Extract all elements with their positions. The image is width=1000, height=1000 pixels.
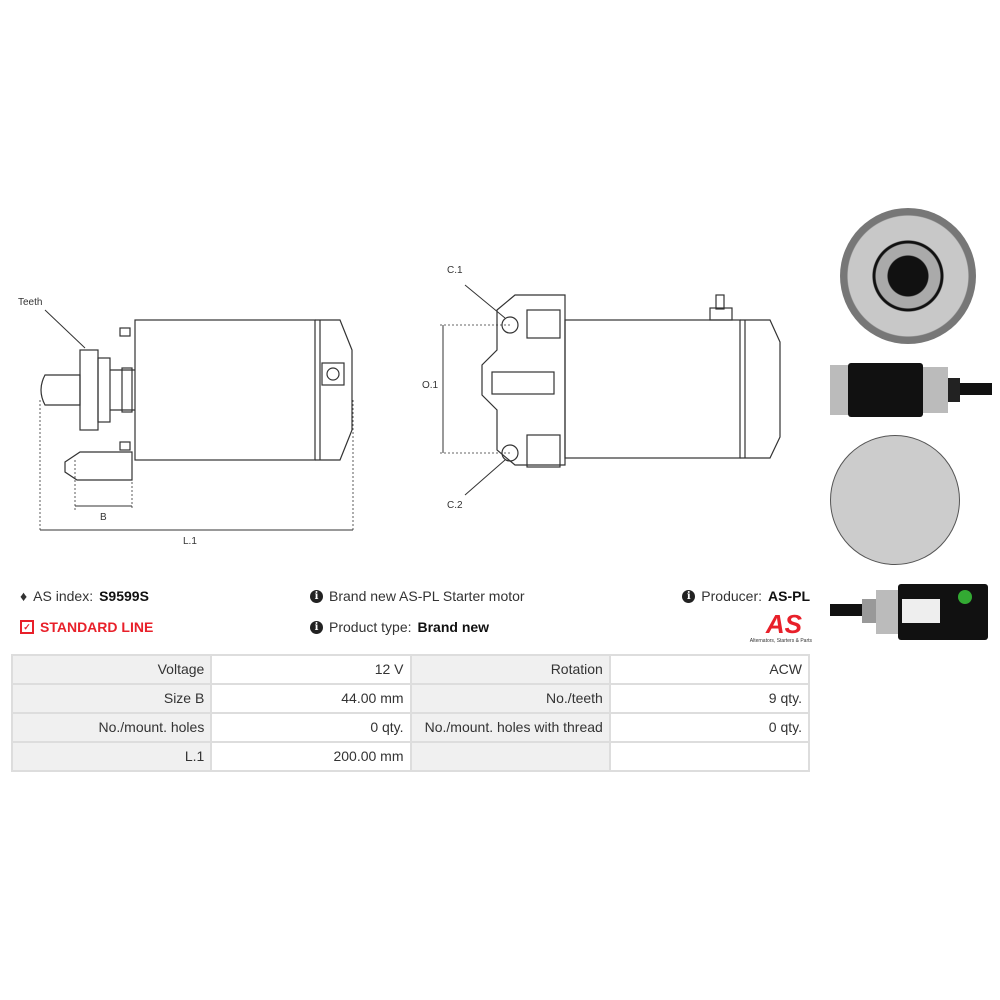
producer-value: AS-PL xyxy=(768,588,810,604)
standard-line-badge: ✓ STANDARD LINE xyxy=(20,619,153,635)
spec-value: 12 V xyxy=(210,654,412,685)
spec-value: 0 qty. xyxy=(608,712,811,743)
as-index-value: S9599S xyxy=(99,588,149,604)
product-photo-front xyxy=(840,208,976,344)
description: i Brand new AS-PL Starter motor xyxy=(310,588,525,604)
spec-label: No./teeth xyxy=(409,683,611,714)
producer: i Producer: AS-PL xyxy=(682,588,810,604)
info-icon: i xyxy=(682,589,696,603)
standard-line-label: STANDARD LINE xyxy=(40,619,154,635)
spec-value xyxy=(608,741,811,772)
product-type: i Product type: Brand new xyxy=(310,619,489,635)
spec-label: Rotation xyxy=(409,654,611,685)
spec-label: L.1 xyxy=(10,741,213,772)
technical-drawing: Teeth B L.1 C.1 O.1 C.2 xyxy=(18,284,781,547)
as-index: ♦ AS index: S9599S xyxy=(20,588,149,604)
info-icon: i xyxy=(310,589,323,603)
spec-label: Size B xyxy=(10,683,213,714)
checkbox-icon: ✓ xyxy=(20,620,34,634)
product-type-value: Brand new xyxy=(417,619,490,635)
product-type-label: Product type: xyxy=(329,619,412,635)
teeth-label: Teeth xyxy=(18,297,42,308)
spec-label: No./mount. holes with thread xyxy=(409,712,611,743)
logo-tagline: Alternators, Starters & Parts xyxy=(749,638,812,644)
product-photo-side-label xyxy=(830,582,1000,642)
c1-label-text: C.1 xyxy=(447,265,463,276)
spec-value: ACW xyxy=(608,654,811,685)
spec-label: Voltage xyxy=(10,654,213,685)
as-pl-logo: AS Alternators, Starters & Parts xyxy=(730,610,812,644)
o1-label: O.1 xyxy=(422,380,439,391)
spec-value: 200.00 mm xyxy=(210,741,412,772)
spec-label xyxy=(409,741,611,772)
product-photo-rear xyxy=(830,435,960,565)
c2-label: C.2 xyxy=(447,500,463,511)
product-photo-side xyxy=(830,360,992,420)
spec-value: 9 qty. xyxy=(608,683,811,714)
b-dimension-label: B xyxy=(100,512,107,523)
tags-icon: ♦ xyxy=(20,588,28,604)
spec-value: 0 qty. xyxy=(210,712,412,743)
spec-value: 44.00 mm xyxy=(210,683,412,714)
l1-dimension-label: L.1 xyxy=(183,536,197,547)
as-index-label: AS index: xyxy=(33,588,94,604)
logo-mark: AS xyxy=(765,609,802,639)
producer-label: Producer: xyxy=(701,588,762,604)
info-icon: i xyxy=(310,620,323,634)
description-text: Brand new AS-PL Starter motor xyxy=(329,588,525,604)
spec-label: No./mount. holes xyxy=(10,712,213,743)
